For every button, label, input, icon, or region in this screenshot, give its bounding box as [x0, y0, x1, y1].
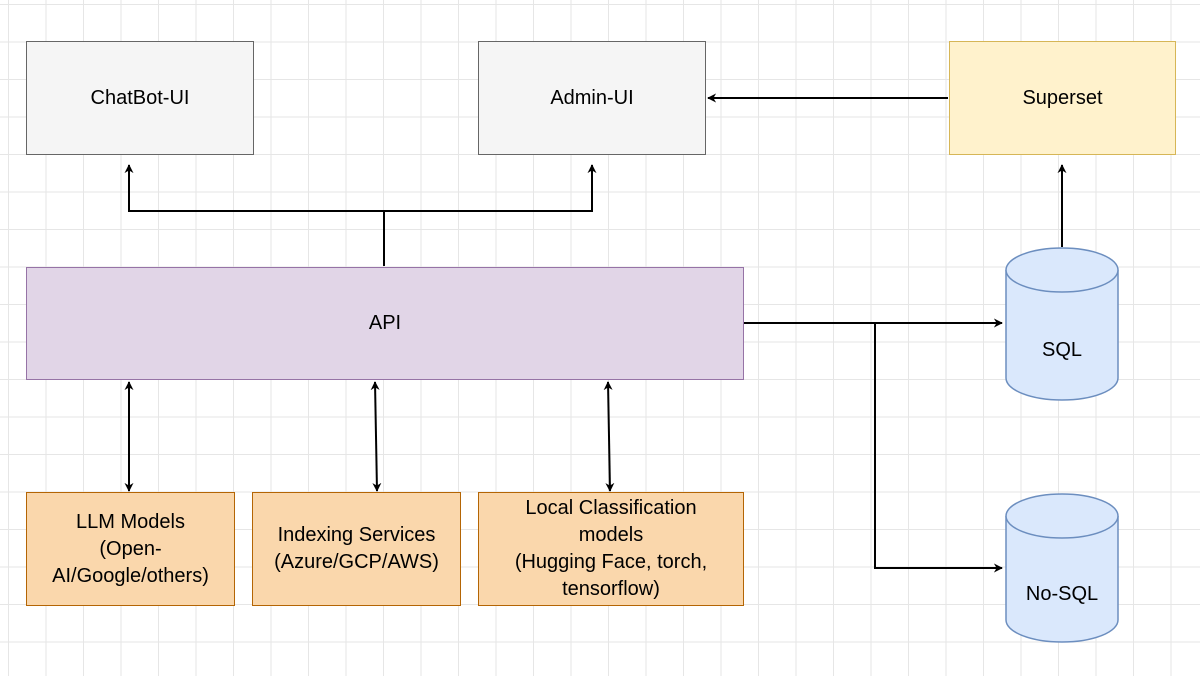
llm-models-label-line: (Open-: [99, 537, 162, 560]
edge-api-local-classification: [603, 381, 615, 492]
llm-models-node: LLM Models (Open- AI/Google/others): [26, 492, 235, 606]
edge-api-to-admin-ui: [384, 164, 597, 212]
admin-ui-label: Admin-UI: [550, 86, 634, 109]
edge-api-to-chatbot-ui: [124, 164, 385, 266]
api-label: API: [368, 312, 402, 334]
edge-api-indexing-services: [370, 381, 382, 492]
indexing-services-label-line: (Azure/GCP/AWS): [274, 551, 439, 573]
local-classification-node: Local Classification models (Hugging Fac…: [478, 492, 744, 606]
sql-label: SQL: [1041, 338, 1083, 361]
sql-database-cylinder: [1005, 247, 1119, 401]
admin-ui-node: Admin-UI: [478, 41, 706, 155]
indexing-services-label-line: Indexing Services: [277, 524, 436, 546]
llm-models-label-line: AI/Google/others): [52, 564, 209, 587]
local-classification-label-line: tensorflow): [562, 578, 660, 600]
nosql-label: No-SQL: [1025, 582, 1099, 605]
local-classification-label-line: models: [578, 524, 644, 546]
nosql-database-cylinder: [1005, 493, 1119, 643]
llm-models-label-line: LLM Models: [76, 510, 185, 533]
edge-api-to-nosql: [874, 323, 1003, 573]
chatbot-ui-label: ChatBot-UI: [90, 86, 190, 109]
superset-node: Superset: [949, 41, 1176, 155]
superset-label: Superset: [1022, 86, 1103, 109]
local-classification-label-line: (Hugging Face, torch,: [514, 551, 708, 573]
local-classification-label-line: Local Classification: [525, 497, 697, 519]
indexing-services-node: Indexing Services (Azure/GCP/AWS): [252, 492, 461, 606]
chatbot-ui-node: ChatBot-UI: [26, 41, 254, 155]
api-node: API: [26, 267, 744, 380]
